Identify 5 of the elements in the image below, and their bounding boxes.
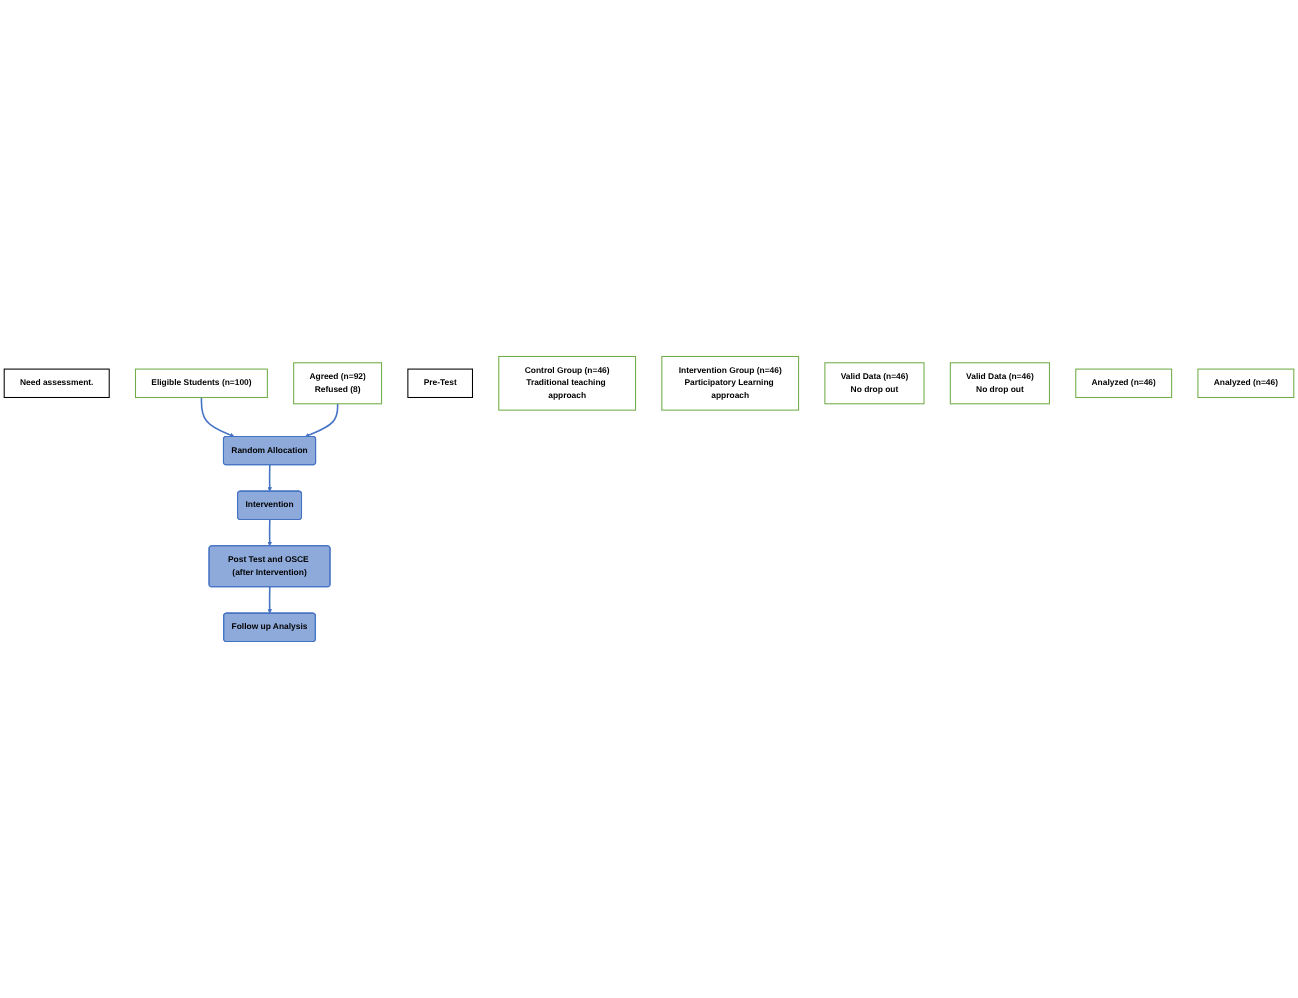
arrow xyxy=(267,464,272,492)
arrow xyxy=(267,519,272,547)
arrow xyxy=(267,586,272,614)
arrow xyxy=(200,396,235,438)
arrow xyxy=(304,403,339,438)
